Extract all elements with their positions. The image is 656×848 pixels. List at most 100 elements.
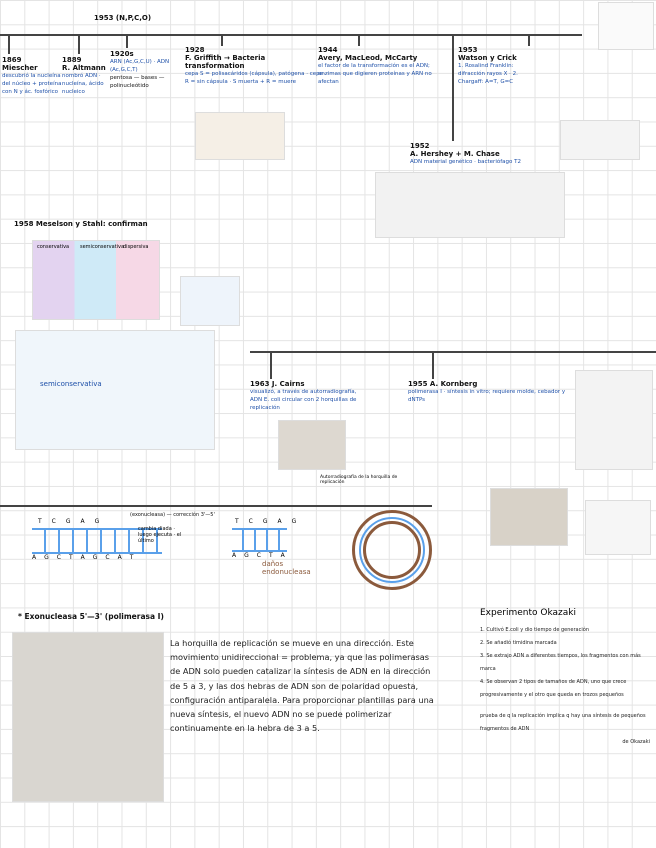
dna-structure-figure <box>598 2 654 50</box>
base-label: G <box>65 518 71 525</box>
okazaki-step: 1. Cultivó E.coli y dio tiempo de genera… <box>480 627 589 633</box>
arrow <box>8 36 10 54</box>
replication-paragraph: La horquilla de replicación se mueve en … <box>170 638 434 734</box>
endonuclease-note: daños endonucleasa <box>262 560 311 576</box>
replication-fork-figure <box>575 370 653 470</box>
base-label: T <box>68 554 73 561</box>
cairns-autoradiograph <box>278 420 346 470</box>
model-label: semiconservativa <box>80 244 125 250</box>
base-label: A <box>280 552 285 559</box>
arrow <box>270 353 272 379</box>
arrow <box>126 36 128 48</box>
section-divider <box>0 505 432 507</box>
whiteboard-photo <box>12 632 164 802</box>
okazaki-step: 2. Se añadió timidina marcada <box>480 640 557 646</box>
event-miescher: 1869 Miescher descubrió la nucleína del … <box>2 56 62 96</box>
year: 1955 <box>408 380 428 388</box>
model-label: conservativa <box>37 244 70 250</box>
base-label: G <box>44 554 49 561</box>
arrow <box>432 353 434 379</box>
note: pentosa — bases — polinucleótido <box>110 75 165 89</box>
year: 1928 <box>185 46 205 54</box>
proofreading-note: cambia diada · luego ejecuta · el último <box>138 526 182 544</box>
autoradiograph-caption: Autorradiografía de la horquilla de repl… <box>320 475 398 485</box>
base-label: C <box>256 552 261 559</box>
base-label: G <box>291 518 297 525</box>
name: A. Hershey + M. Chase <box>410 150 500 158</box>
base-label: T <box>38 518 42 525</box>
xray-diffraction-figure <box>560 120 640 160</box>
note: 1. Rosalind Franklin: difracción rayos X… <box>458 63 518 85</box>
name: Watson y Crick <box>458 54 517 62</box>
griffith-mice-figure <box>195 112 285 160</box>
base-label: A <box>117 554 122 561</box>
year: 1920s <box>110 50 134 58</box>
base-label: A <box>232 552 237 559</box>
base-label: C <box>105 554 110 561</box>
arrow-hershey <box>452 36 454 141</box>
okazaki-step: 3. Se extrajo ADN a diferentes tiempos, … <box>480 653 641 672</box>
base-label: T <box>129 554 134 561</box>
base-label: T <box>235 518 239 525</box>
arrow <box>78 36 80 54</box>
name: F. Griffith → Bacteria transformation <box>185 54 266 70</box>
year-name: 1963 J. Cairns <box>250 380 360 388</box>
event-1920s: 1920s ARN (Ac,G,C,U) · ADN (Ac,G,C,T) pe… <box>110 50 180 90</box>
event-kornberg: 1955 A. Kornberg polimerasa I · síntesis… <box>408 380 568 404</box>
origin-label: 1953 (N,P,C,O) <box>94 14 152 22</box>
note: cepa S = polisacáridos (cápsula), patóge… <box>185 71 323 85</box>
okazaki-title: Experimento Okazaki <box>480 608 576 618</box>
okazaki-signature: de Okazaki <box>622 739 650 745</box>
event-griffith: 1928 F. Griffith → Bacteria transformati… <box>185 46 325 86</box>
year-name: 1955 A. Kornberg <box>408 380 568 388</box>
year: 1889 <box>62 56 82 64</box>
note: ADN material genético · bacteriófago T2 <box>410 159 521 165</box>
meselson-title: 1958 Meselson y Stahl: confirman <box>14 220 148 228</box>
year: 1952 <box>410 142 430 150</box>
okazaki-section: Experimento Okazaki 1. Cultivó E.coli y … <box>480 608 650 749</box>
note: nombró ADN · nucleína, ácido nucleico <box>62 73 104 95</box>
circular-dna <box>352 510 432 590</box>
year: 1869 <box>2 56 22 64</box>
year: 1963 <box>250 380 270 388</box>
note: descubrió la nucleína del núcleo + prote… <box>2 73 62 95</box>
exonuclease-title: * Exonucleasa 5'—3' (polimerasa I) <box>18 612 164 621</box>
density-gradient-figure <box>180 276 240 326</box>
arrow <box>358 36 360 46</box>
name: R. Altmann <box>62 64 106 72</box>
event-watson-crick: 1953 Watson y Crick 1. Rosalind Franklin… <box>458 46 538 86</box>
event-altmann: 1889 R. Altmann nombró ADN · nucleína, á… <box>62 56 110 96</box>
timeline-top <box>0 34 582 36</box>
semiconservative-label: semiconservativa <box>40 380 102 388</box>
timeline-mid <box>250 351 656 353</box>
base-label: A <box>277 518 282 525</box>
okazaki-step: 4. Se observan 2 tipos de tamaños de ADN… <box>480 679 627 698</box>
note: polimerasa I · síntesis in vitro; requie… <box>408 389 566 403</box>
event-avery: 1944 Avery, MacLeod, McCarty el factor d… <box>318 46 448 86</box>
polymerase-figure <box>585 500 651 555</box>
year: 1953 <box>458 46 478 54</box>
name: Avery, MacLeod, McCarty <box>318 54 418 62</box>
base-label: T <box>268 552 273 559</box>
base-label: C <box>56 554 61 561</box>
arrow <box>221 36 223 46</box>
base-label: C <box>248 518 253 525</box>
note: el factor de la transformación es el ADN… <box>318 63 432 85</box>
base-label: A <box>32 554 37 561</box>
replication-models-figure: conservativa semiconservativa dispersiva <box>32 240 160 320</box>
meselson-stahl-figure <box>15 330 215 450</box>
name: Miescher <box>2 64 38 72</box>
lab-photo <box>490 488 568 546</box>
note: visualizó, a través de autorradiografía,… <box>250 389 357 411</box>
base-label: A <box>80 518 85 525</box>
hershey-chase-figure <box>375 172 565 238</box>
name: J. Cairns <box>271 380 305 388</box>
exonuclease-note: (exonucleasa) — corrección 3'—5' <box>130 512 215 518</box>
base-label: G <box>262 518 268 525</box>
year: 1944 <box>318 46 338 54</box>
name: A. Kornberg <box>429 380 478 388</box>
okazaki-conclusion: prueba de q la replicación implica q hay… <box>480 713 646 732</box>
base-label: A <box>80 554 85 561</box>
